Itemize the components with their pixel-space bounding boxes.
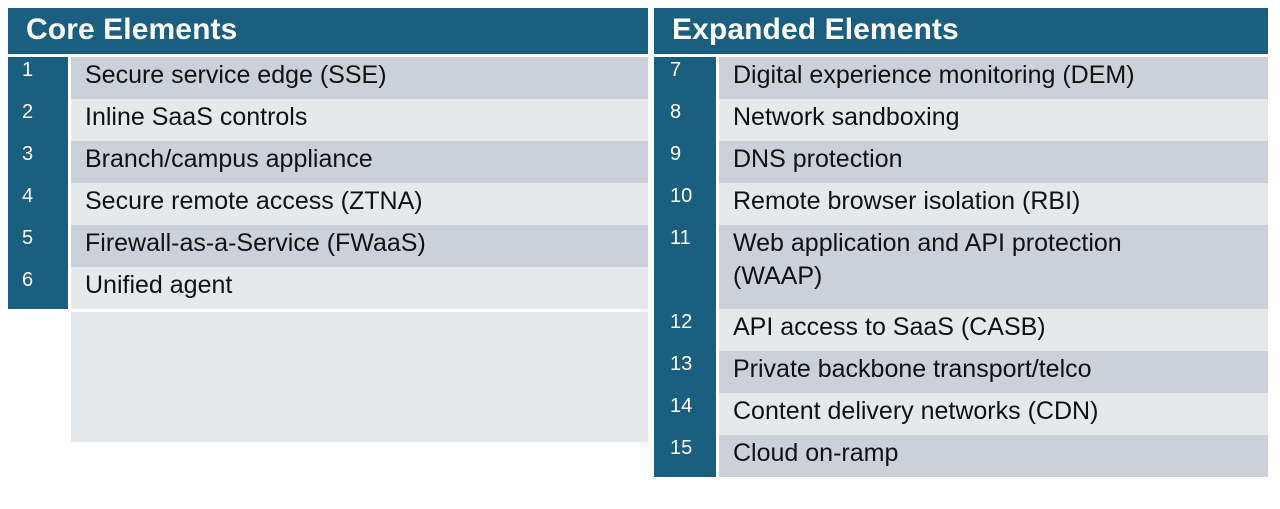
row-label-cell: Unified agent bbox=[71, 267, 648, 309]
core-elements-table: Core Elements 1 Secure service edge (SSE)… bbox=[8, 8, 648, 442]
row-label-line: Network sandboxing bbox=[733, 103, 960, 131]
table-row: 4 Secure remote access (ZTNA) bbox=[8, 183, 648, 225]
row-number-badge: 4 bbox=[8, 183, 68, 225]
table-row: 12 API access to SaaS (CASB) bbox=[654, 309, 1268, 351]
row-label-cell: Digital experience monitoring (DEM) bbox=[719, 57, 1268, 99]
expanded-elements-table: Expanded Elements 7 Digital experience mo… bbox=[654, 8, 1268, 477]
row-label-cell: DNS protection bbox=[719, 141, 1268, 183]
row-label-line: DNS protection bbox=[733, 145, 903, 173]
row-label-cell: Cloud on-ramp bbox=[719, 435, 1268, 477]
table-row: 2 Inline SaaS controls bbox=[8, 99, 648, 141]
row-number-badge: 9 bbox=[654, 141, 716, 183]
table-row: 3 Branch/campus appliance bbox=[8, 141, 648, 183]
expanded-elements-header: Expanded Elements bbox=[654, 8, 1268, 54]
table-row: 10 Remote browser isolation (RBI) bbox=[654, 183, 1268, 225]
row-label-line: Inline SaaS controls bbox=[85, 103, 308, 131]
row-label-line: (WAAP) bbox=[733, 262, 823, 291]
table-row: 11 Web application and API protection (WAA… bbox=[654, 225, 1268, 309]
row-number-badge: 8 bbox=[654, 99, 716, 141]
table-row: 13 Private backbone transport/telco bbox=[654, 351, 1268, 393]
expanded-elements-rows: 7 Digital experience monitoring (DEM) 8 Net… bbox=[654, 57, 1268, 477]
row-label-line: API access to SaaS (CASB) bbox=[733, 313, 1046, 341]
row-number-badge: 7 bbox=[654, 57, 716, 99]
row-number-badge: 15 bbox=[654, 435, 716, 477]
row-label-line: Digital experience monitoring (DEM) bbox=[733, 61, 1135, 89]
row-label-line: Firewall-as-a-Service (FWaaS) bbox=[85, 229, 426, 257]
row-label-line: Branch/campus appliance bbox=[85, 145, 373, 173]
table-row: 9 DNS protection bbox=[654, 141, 1268, 183]
row-label-cell: Content delivery networks (CDN) bbox=[719, 393, 1268, 435]
row-label-line: Remote browser isolation (RBI) bbox=[733, 187, 1081, 215]
core-elements-rows: 1 Secure service edge (SSE) 2 Inline SaaS c… bbox=[8, 57, 648, 309]
row-label-line: Web application and API protection bbox=[733, 229, 1122, 257]
row-label-cell: Inline SaaS controls bbox=[71, 99, 648, 141]
row-number-badge: 10 bbox=[654, 183, 716, 225]
row-label-cell: Remote browser isolation (RBI) bbox=[719, 183, 1268, 225]
row-number-badge: 6 bbox=[8, 267, 68, 309]
row-number-badge: 2 bbox=[8, 99, 68, 141]
row-label-line: Unified agent bbox=[85, 271, 233, 299]
row-label-cell: Web application and API protection (WAAP) bbox=[719, 225, 1268, 309]
row-number-badge: 12 bbox=[654, 309, 716, 351]
row-label-line: Content delivery networks (CDN) bbox=[733, 397, 1099, 425]
table-row: 6 Unified agent bbox=[8, 267, 648, 309]
row-label-line: Cloud on-ramp bbox=[733, 439, 899, 467]
row-label-cell: Firewall-as-a-Service (FWaaS) bbox=[71, 225, 648, 267]
row-label-line: Private backbone transport/telco bbox=[733, 355, 1092, 383]
row-number-badge: 3 bbox=[8, 141, 68, 183]
row-label-line: Secure service edge (SSE) bbox=[85, 61, 387, 89]
row-number-badge: 5 bbox=[8, 225, 68, 267]
table-row: 15 Cloud on-ramp bbox=[654, 435, 1268, 477]
row-number-badge: 1 bbox=[8, 57, 68, 99]
row-label-cell: Network sandboxing bbox=[719, 99, 1268, 141]
core-elements-header: Core Elements bbox=[8, 8, 648, 54]
row-number-badge: 13 bbox=[654, 351, 716, 393]
row-number-badge: 11 bbox=[654, 225, 716, 309]
row-label-line: Secure remote access (ZTNA) bbox=[85, 187, 423, 215]
table-row: 14 Content delivery networks (CDN) bbox=[654, 393, 1268, 435]
row-number-badge: 14 bbox=[654, 393, 716, 435]
core-elements-empty-filler bbox=[71, 312, 648, 442]
table-row: 8 Network sandboxing bbox=[654, 99, 1268, 141]
table-row: 7 Digital experience monitoring (DEM) bbox=[654, 57, 1268, 99]
row-label-cell: Secure remote access (ZTNA) bbox=[71, 183, 648, 225]
table-row: 5 Firewall-as-a-Service (FWaaS) bbox=[8, 225, 648, 267]
row-label-cell: Private backbone transport/telco bbox=[719, 351, 1268, 393]
table-row: 1 Secure service edge (SSE) bbox=[8, 57, 648, 99]
row-label-cell: API access to SaaS (CASB) bbox=[719, 309, 1268, 351]
row-label-cell: Branch/campus appliance bbox=[71, 141, 648, 183]
row-label-cell: Secure service edge (SSE) bbox=[71, 57, 648, 99]
